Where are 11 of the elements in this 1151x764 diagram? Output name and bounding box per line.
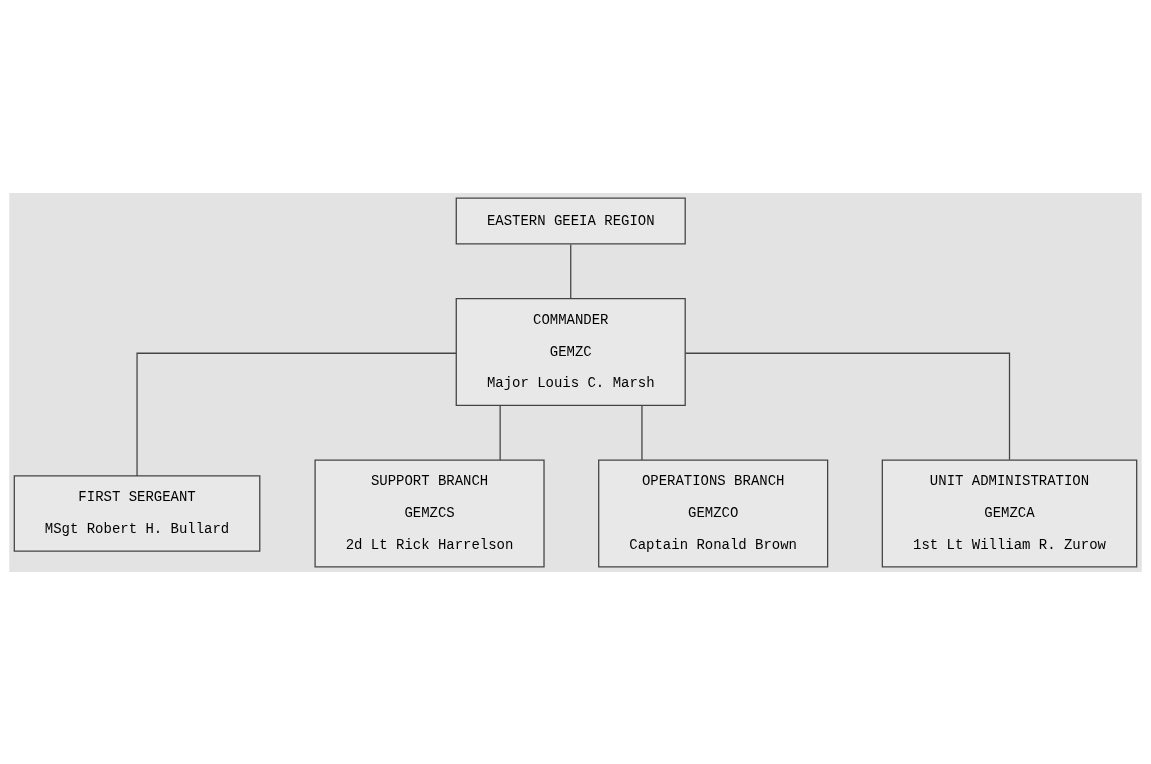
node-box: OPERATIONS BRANCH GEMZCO Captain Ronald Brown	[598, 458, 829, 568]
connector	[499, 404, 501, 461]
node-box: SUPPORT BRANCH GEMZCS 2d Lt Rick Harrelson	[314, 458, 545, 568]
connector	[570, 243, 572, 299]
node-box: EASTERN GEEIA REGION	[455, 196, 686, 244]
node-box: FIRST SERGEANT MSgt Robert H. Bullard	[13, 474, 261, 552]
connector	[641, 404, 643, 461]
connector	[136, 352, 457, 477]
node-box: UNIT ADMINISTRATION GEMZCA 1st Lt William R. Zurow	[881, 458, 1138, 568]
connector	[684, 352, 1011, 460]
node-box: COMMANDER GEMZC Major Louis C. Marsh	[455, 297, 686, 406]
